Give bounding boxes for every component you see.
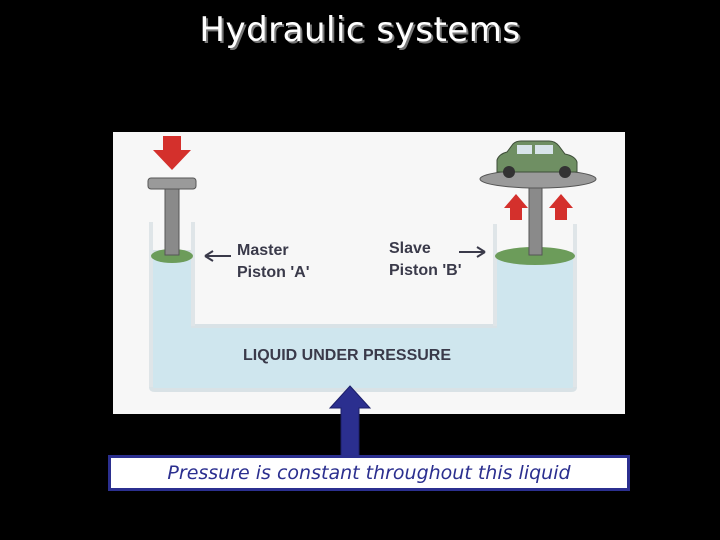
up-force-arrow-icon	[504, 194, 528, 220]
slide-title: Hydraulic systems	[199, 10, 521, 50]
slave-platform	[479, 169, 597, 189]
master-label-line1: Master	[237, 242, 289, 259]
master-cylinder-wall	[149, 222, 195, 387]
up-pointer-arrow-icon	[328, 385, 372, 458]
up-force-arrow-icon	[549, 194, 573, 220]
slave-piston-rod	[528, 186, 543, 256]
slave-label-line2: Piston 'B'	[389, 262, 462, 279]
caption-box: Pressure is constant throughout this liq…	[108, 455, 630, 491]
left-arrow-icon	[204, 250, 231, 262]
down-force-arrow-icon	[153, 136, 191, 170]
hydraulic-diagram: Master Piston 'A' Slave Piston 'B' LIQUI…	[113, 132, 625, 414]
master-piston-head	[151, 249, 193, 263]
slave-piston-head	[495, 247, 575, 265]
liquid-label: LIQUID UNDER PRESSURE	[243, 347, 451, 364]
master-piston-handle	[147, 177, 197, 190]
slave-label-line1: Slave	[389, 240, 431, 257]
right-arrow-icon	[459, 246, 486, 258]
master-label-line2: Piston 'A'	[237, 264, 310, 281]
slave-cylinder-wall	[493, 224, 577, 387]
car-icon	[496, 140, 578, 178]
caption-text: Pressure is constant throughout this liq…	[167, 462, 571, 484]
master-piston-rod	[164, 186, 180, 256]
